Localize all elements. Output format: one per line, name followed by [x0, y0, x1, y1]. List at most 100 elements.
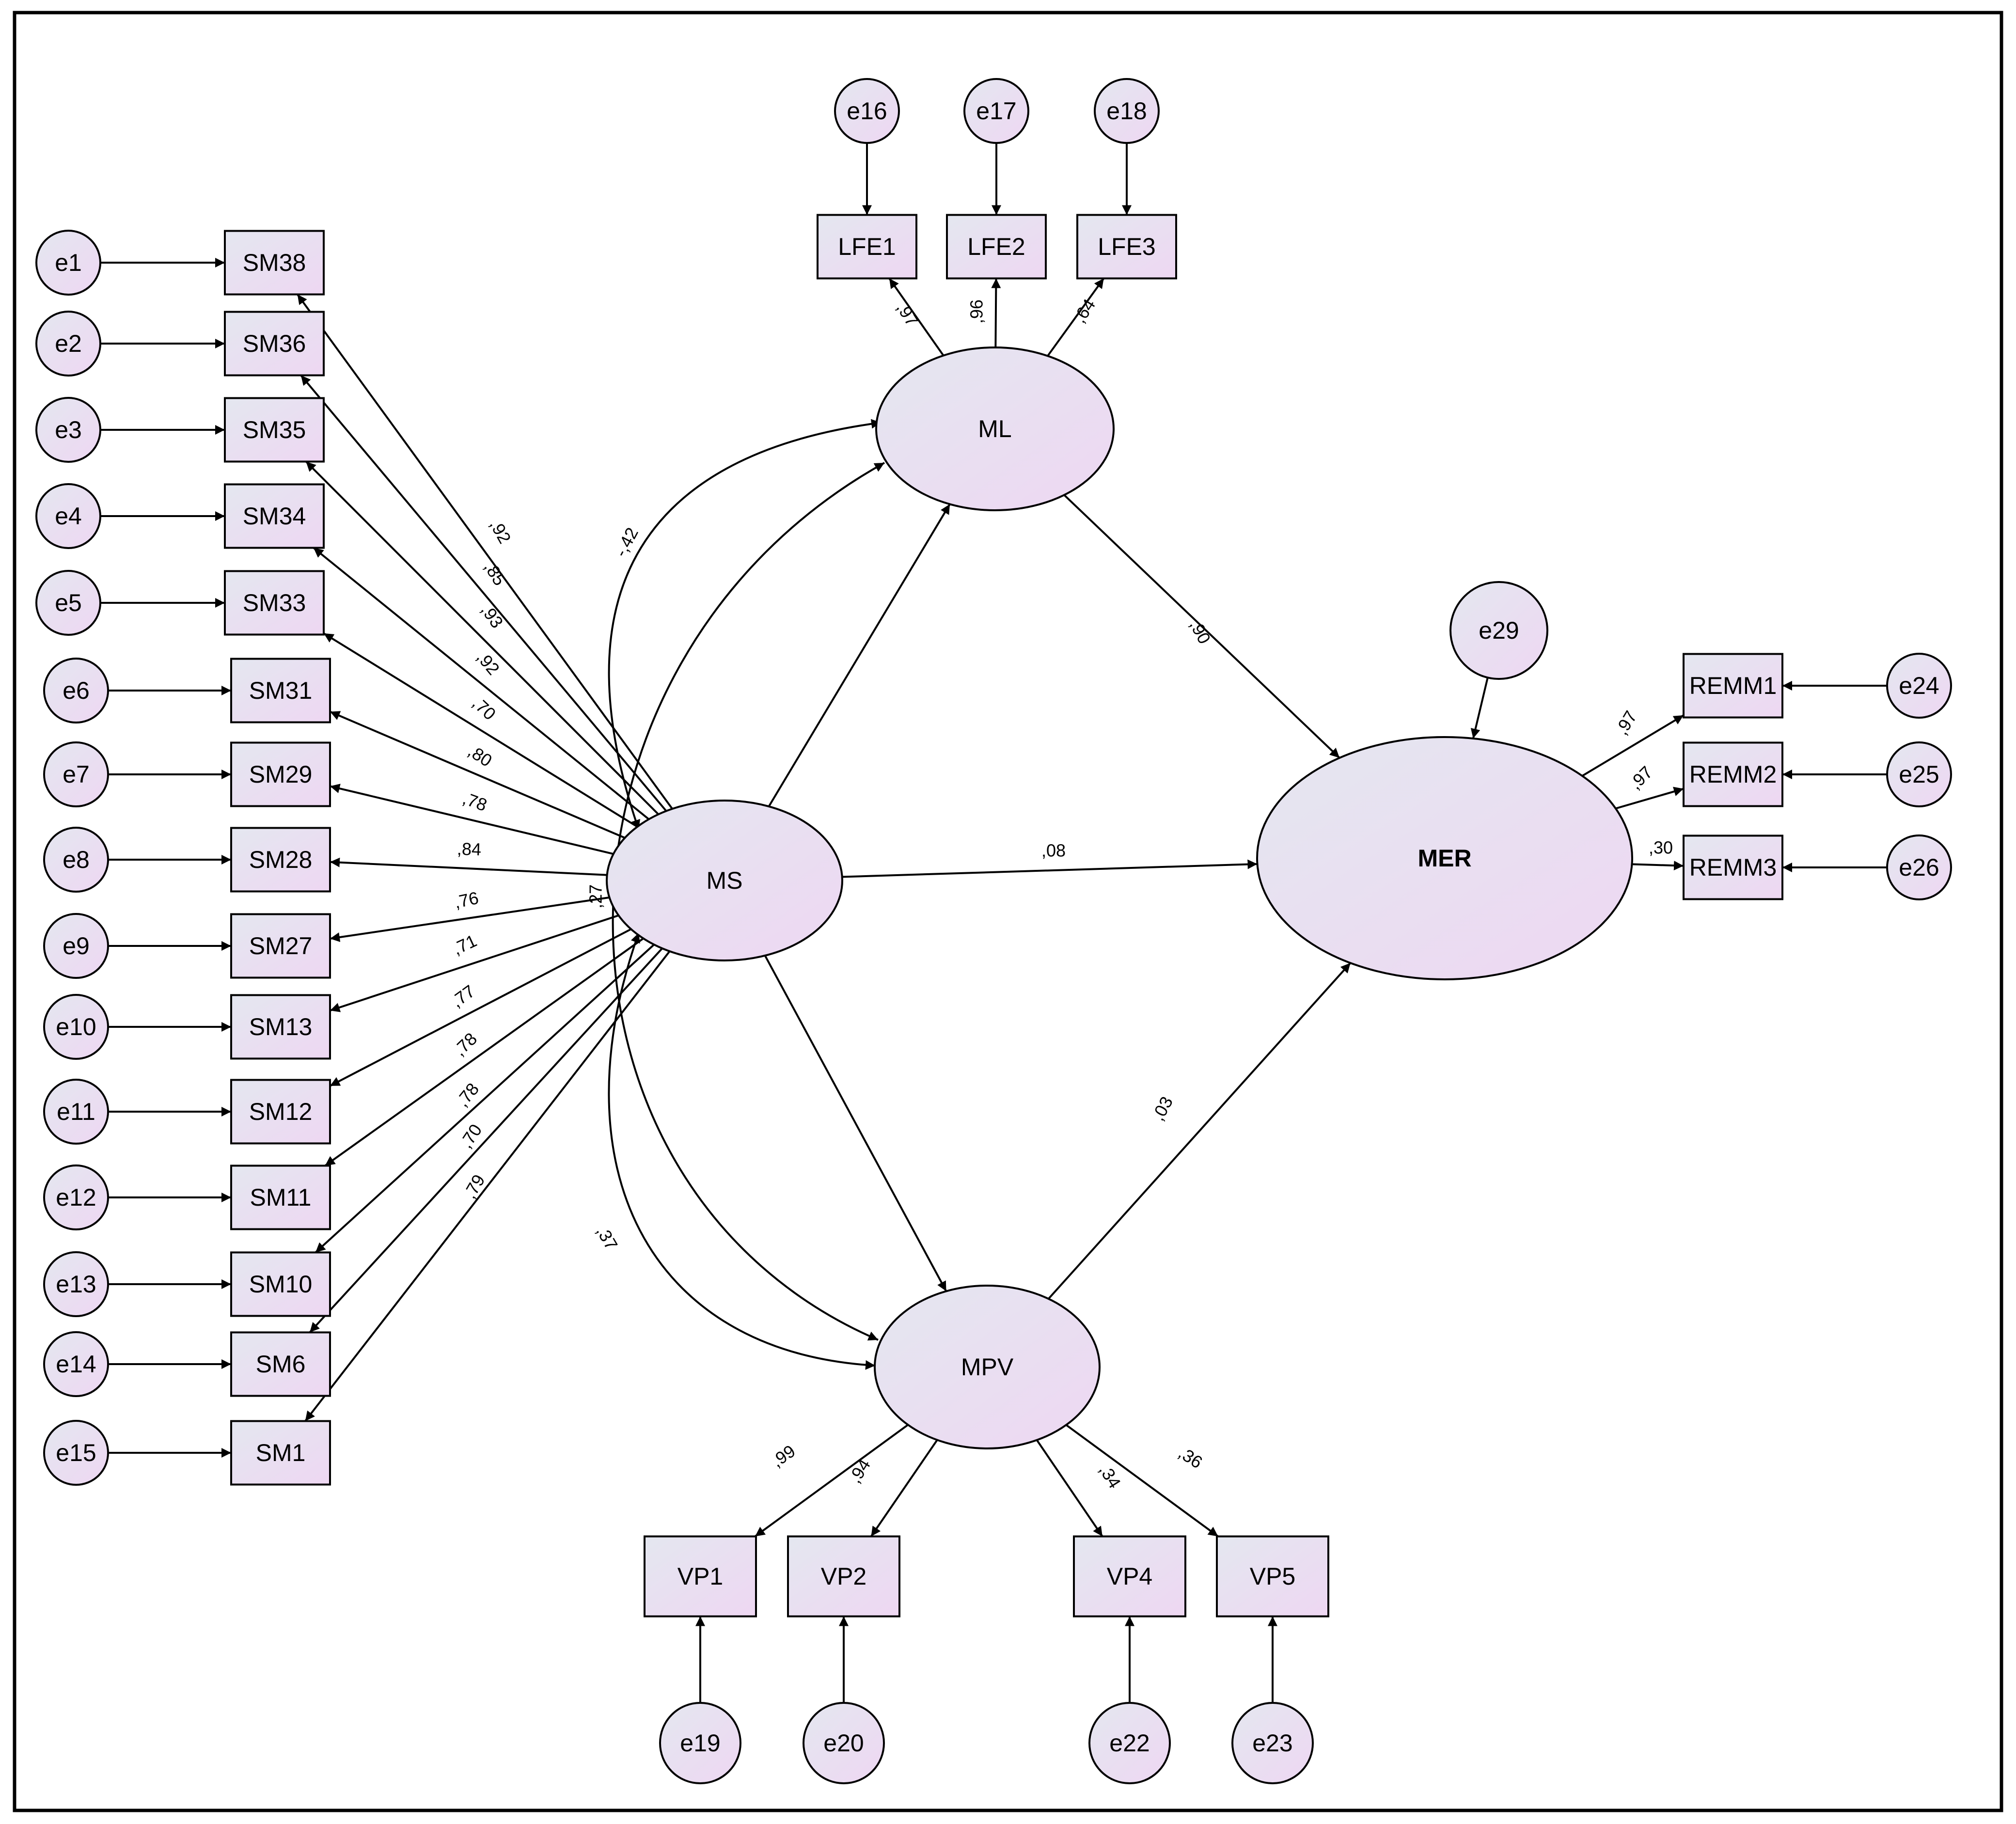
node-label-lfe2: LFE2 — [967, 233, 1025, 260]
ellipse-shape — [1256, 736, 1633, 980]
node-label-sm6: SM6 — [256, 1351, 306, 1378]
observed-node-sm35: SM35 — [224, 397, 325, 463]
edge-label-ms-sm6: ,70 — [456, 1120, 486, 1151]
circle-shape — [43, 1251, 109, 1317]
edge-ms-sm10 — [315, 943, 655, 1253]
box-shape — [1683, 741, 1783, 807]
circle-shape — [963, 78, 1029, 144]
observed-node-lfe2: LFE2 — [946, 214, 1047, 280]
edge-label-mer-remm2: ,97 — [1625, 762, 1656, 793]
node-label-e2: e2 — [55, 330, 82, 357]
node-label-vp5: VP5 — [1250, 1563, 1296, 1590]
observed-node-lfe1: LFE1 — [817, 214, 917, 280]
circle-shape — [43, 913, 109, 979]
error-term-e5: e5 — [35, 570, 101, 636]
circle-shape — [1088, 1702, 1171, 1784]
node-label-e7: e7 — [63, 761, 90, 788]
edge-ms-mer — [842, 859, 1258, 878]
edge-label-ml-mer: ,90 — [1186, 616, 1215, 647]
error-term-e26: e26 — [1886, 834, 1952, 900]
observed-node-sm6: SM6 — [230, 1331, 331, 1397]
edge-label-ms-sm38: ,92 — [486, 516, 515, 547]
node-label-e12: e12 — [56, 1184, 96, 1211]
edge-label-ms-sm11: ,78 — [450, 1029, 481, 1060]
error-term-e23: e23 — [1231, 1702, 1314, 1784]
edge-label-ms-sm29: ,78 — [460, 788, 489, 815]
node-label-e25: e25 — [1899, 761, 1939, 788]
node-label-sm11: SM11 — [250, 1184, 312, 1211]
error-term-e2: e2 — [35, 311, 101, 377]
edge-ms-sm28 — [330, 857, 607, 876]
edge-mer-remm2 — [1615, 786, 1684, 810]
box-shape — [230, 741, 331, 807]
observed-node-vp5: VP5 — [1216, 1535, 1329, 1618]
observed-node-sm11: SM11 — [230, 1164, 331, 1230]
edge-label-mer-remm3: ,30 — [1649, 838, 1673, 858]
circle-shape — [1449, 581, 1548, 680]
covariance-ms-ml — [608, 419, 882, 830]
node-label-sm31: SM31 — [249, 677, 313, 704]
edge-label-ms-sm34: ,92 — [472, 647, 504, 679]
error-term-e18: e18 — [1094, 78, 1160, 144]
edge-label-mpv-vp5: ,36 — [1175, 1443, 1206, 1473]
node-label-sm34: SM34 — [243, 503, 306, 530]
node-label-e13: e13 — [56, 1271, 96, 1298]
circle-shape — [803, 1702, 885, 1784]
node-label-e11: e11 — [57, 1098, 95, 1125]
box-shape — [224, 397, 325, 463]
edge-ms-sm35 — [305, 461, 660, 815]
edge-ms-sm34 — [313, 547, 650, 820]
error-term-e14: e14 — [43, 1331, 109, 1397]
node-label-remm1: REMM1 — [1689, 672, 1777, 699]
edge-ml-lfe1 — [888, 278, 945, 356]
node-label-ms: MS — [707, 867, 743, 894]
error-term-e29: e29 — [1449, 581, 1548, 680]
circle-shape — [35, 311, 101, 377]
edge-mpv-mer — [1048, 962, 1352, 1300]
latent-node-ms: MS — [606, 800, 843, 961]
error-term-e13: e13 — [43, 1251, 109, 1317]
edge-label-ml-lfe2: ,96 — [967, 299, 987, 324]
edge-ms-mpv — [764, 955, 947, 1292]
circle-shape — [35, 570, 101, 636]
node-label-e14: e14 — [56, 1351, 96, 1378]
error-term-e8: e8 — [43, 827, 109, 893]
ellipse-shape — [874, 1285, 1101, 1449]
edge-label-ms-mer: ,08 — [1041, 841, 1066, 861]
error-term-e9: e9 — [43, 913, 109, 979]
edge-ms-sm11 — [324, 937, 644, 1167]
covariance-ms-mpv — [608, 932, 876, 1370]
edge-mpv-vp5 — [1065, 1424, 1219, 1538]
edge-ml-lfe3 — [1047, 278, 1105, 357]
circle-shape — [43, 741, 109, 807]
observed-node-remm2: REMM2 — [1683, 741, 1783, 807]
error-term-e7: e7 — [43, 741, 109, 807]
node-label-lfe3: LFE3 — [1098, 233, 1156, 260]
error-term-e3: e3 — [35, 397, 101, 463]
edge-mpv-vp1 — [754, 1424, 909, 1538]
node-label-e6: e6 — [63, 677, 90, 704]
edge-label-ms-sm31: ,80 — [464, 741, 495, 771]
box-shape — [230, 913, 331, 979]
latent-node-mpv: MPV — [874, 1285, 1101, 1449]
circle-shape — [43, 658, 109, 723]
node-label-remm3: REMM3 — [1689, 854, 1777, 881]
edge-ms-sm1 — [304, 950, 671, 1422]
box-shape — [230, 1251, 331, 1317]
error-term-e12: e12 — [43, 1164, 109, 1230]
error-term-e22: e22 — [1088, 1702, 1171, 1784]
edge-label-mpv-mer: ,03 — [1148, 1093, 1177, 1124]
observed-node-vp4: VP4 — [1073, 1535, 1186, 1618]
node-label-vp2: VP2 — [821, 1563, 867, 1590]
node-label-e17: e17 — [976, 97, 1016, 125]
error-term-e20: e20 — [803, 1702, 885, 1784]
error-term-e17: e17 — [963, 78, 1029, 144]
circle-shape — [35, 397, 101, 463]
observed-node-remm1: REMM1 — [1683, 653, 1783, 719]
box-shape — [224, 570, 325, 636]
node-label-e26: e26 — [1899, 854, 1939, 881]
node-label-e4: e4 — [55, 503, 82, 530]
edge-mer-remm1 — [1581, 714, 1685, 777]
ellipse-shape — [875, 346, 1115, 511]
observed-node-vp2: VP2 — [787, 1535, 900, 1618]
